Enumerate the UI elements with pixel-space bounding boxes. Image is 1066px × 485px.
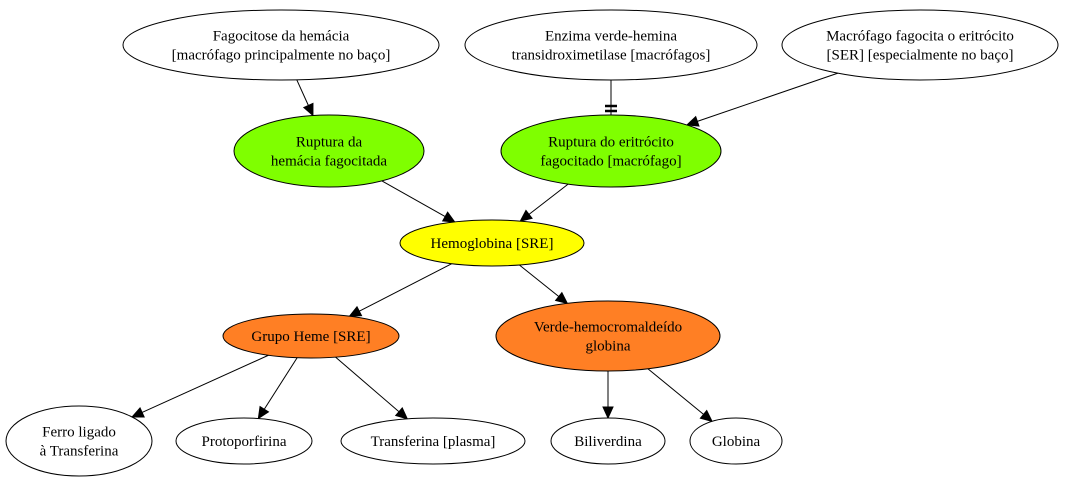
node-label-line: Protoporfirina: [202, 434, 287, 450]
node-hemoglobina: Hemoglobina [SRE]: [399, 219, 585, 267]
edge-line: [335, 356, 400, 413]
arrowhead-icon: [602, 406, 614, 420]
node-label-line: Grupo Heme [SRE]: [251, 329, 370, 345]
node-grupo-heme: Grupo Heme [SRE]: [222, 313, 400, 359]
node-label-line: Verde-hemocromaldeído: [534, 320, 682, 336]
node-label-line: fagocitado [macrófago]: [540, 154, 681, 170]
node-ellipse: [122, 9, 440, 81]
arrowhead-icon: [699, 409, 713, 423]
arrowhead-icon: [302, 102, 314, 117]
nodes-layer: Fagocitose da hemácia [macrófago principa…: [5, 9, 1059, 477]
node-ellipse: [495, 300, 721, 372]
node-ellipse: [781, 9, 1059, 81]
node-ferro: Ferro ligado à Transferina: [5, 405, 153, 477]
node-label-line: transidroximetilase [macrófagos]: [512, 48, 711, 64]
edge-hemoglobina-to-grupo_heme: [348, 263, 452, 317]
edge-hemoglobina-to-verde: [519, 264, 569, 305]
node-ellipse: [340, 417, 526, 465]
edge-line: [263, 357, 298, 410]
edge-grupo_heme-to-protoporfirina: [257, 357, 298, 420]
node-label-line: Ruptura do eritrócito: [548, 135, 674, 151]
arrowhead-icon: [685, 115, 700, 127]
node-label-line: [macrófago principalmente no baço]: [172, 48, 391, 64]
edge-line: [697, 72, 839, 122]
arrowhead-icon: [348, 305, 363, 317]
node-label-line: Globina: [712, 434, 761, 450]
edge-line: [528, 183, 569, 215]
edge-line: [647, 368, 704, 415]
node-transferina: Transferina [plasma]: [340, 417, 526, 465]
node-enzima: Enzima verde-hemina transidroximetilase […: [464, 9, 758, 81]
node-biliverdina: Biliverdina: [550, 417, 666, 465]
edge-macrofago-to-ruptura_eritrocito: [685, 72, 839, 127]
edge-ruptura_hemacia-to-hemoglobina: [381, 180, 456, 223]
edges-layer: [130, 72, 839, 423]
node-verde: Verde-hemocromaldeído globina: [495, 300, 721, 372]
node-ruptura-hemacia: Ruptura da hemácia fagocitada: [233, 114, 425, 188]
edge-enzima-to-ruptura_eritrocito: [605, 80, 617, 115]
edge-fagocitose-to-ruptura_hemacia: [296, 79, 314, 117]
edge-line: [381, 180, 446, 217]
node-globina: Globina: [689, 417, 783, 465]
edge-verde-to-biliverdina: [602, 371, 614, 420]
edge-line: [359, 263, 452, 312]
node-fagocitose: Fagocitose da hemácia [macrófago principa…: [122, 9, 440, 81]
arrowhead-icon: [130, 406, 145, 418]
arrowhead-icon: [519, 209, 533, 222]
edge-line: [296, 79, 309, 106]
edge-grupo_heme-to-transferina: [335, 356, 409, 420]
node-label-line: hemácia fagocitada: [271, 154, 388, 170]
arrowhead-icon: [257, 405, 270, 420]
node-label-line: Ferro ligado: [42, 425, 116, 441]
node-label-line: Enzima verde-hemina: [545, 29, 677, 45]
edge-grupo_heme-to-ferro: [130, 354, 269, 418]
node-ellipse: [222, 313, 400, 359]
node-label-line: Macrófago fagocita o eritrócito: [826, 29, 1014, 45]
node-protoporfirina: Protoporfirina: [175, 417, 313, 465]
edge-line: [141, 354, 269, 413]
node-ellipse: [689, 417, 783, 465]
node-label-line: Transferina [plasma]: [371, 434, 496, 450]
node-label-line: Ruptura da: [296, 135, 363, 151]
arrowhead-icon: [441, 211, 456, 223]
node-ellipse: [550, 417, 666, 465]
arrowhead-icon: [394, 407, 409, 420]
node-label-line: Hemoglobina [SRE]: [431, 236, 554, 252]
edge-verde-to-globina: [647, 368, 713, 423]
node-ellipse: [5, 405, 153, 477]
node-label-line: [SER] [especialmente no baço]: [826, 48, 1013, 64]
node-label-line: Fagocitose da hemácia: [213, 29, 350, 45]
node-label-line: globina: [586, 339, 631, 355]
node-macrofago: Macrófago fagocita o eritrócito [SER] [es…: [781, 9, 1059, 81]
edge-ruptura_eritrocito-to-hemoglobina: [519, 183, 569, 222]
node-ellipse: [464, 9, 758, 81]
node-ellipse: [175, 417, 313, 465]
node-ellipse: [500, 114, 722, 188]
node-ruptura-eritrocito: Ruptura do eritrócito fagocitado [macrófa…: [500, 114, 722, 188]
node-label-line: à Transferina: [40, 444, 119, 460]
node-ellipse: [399, 219, 585, 267]
node-label-line: Biliverdina: [574, 434, 642, 450]
node-ellipse: [233, 114, 425, 188]
arrowhead-icon: [554, 291, 569, 305]
edge-line: [519, 264, 560, 297]
